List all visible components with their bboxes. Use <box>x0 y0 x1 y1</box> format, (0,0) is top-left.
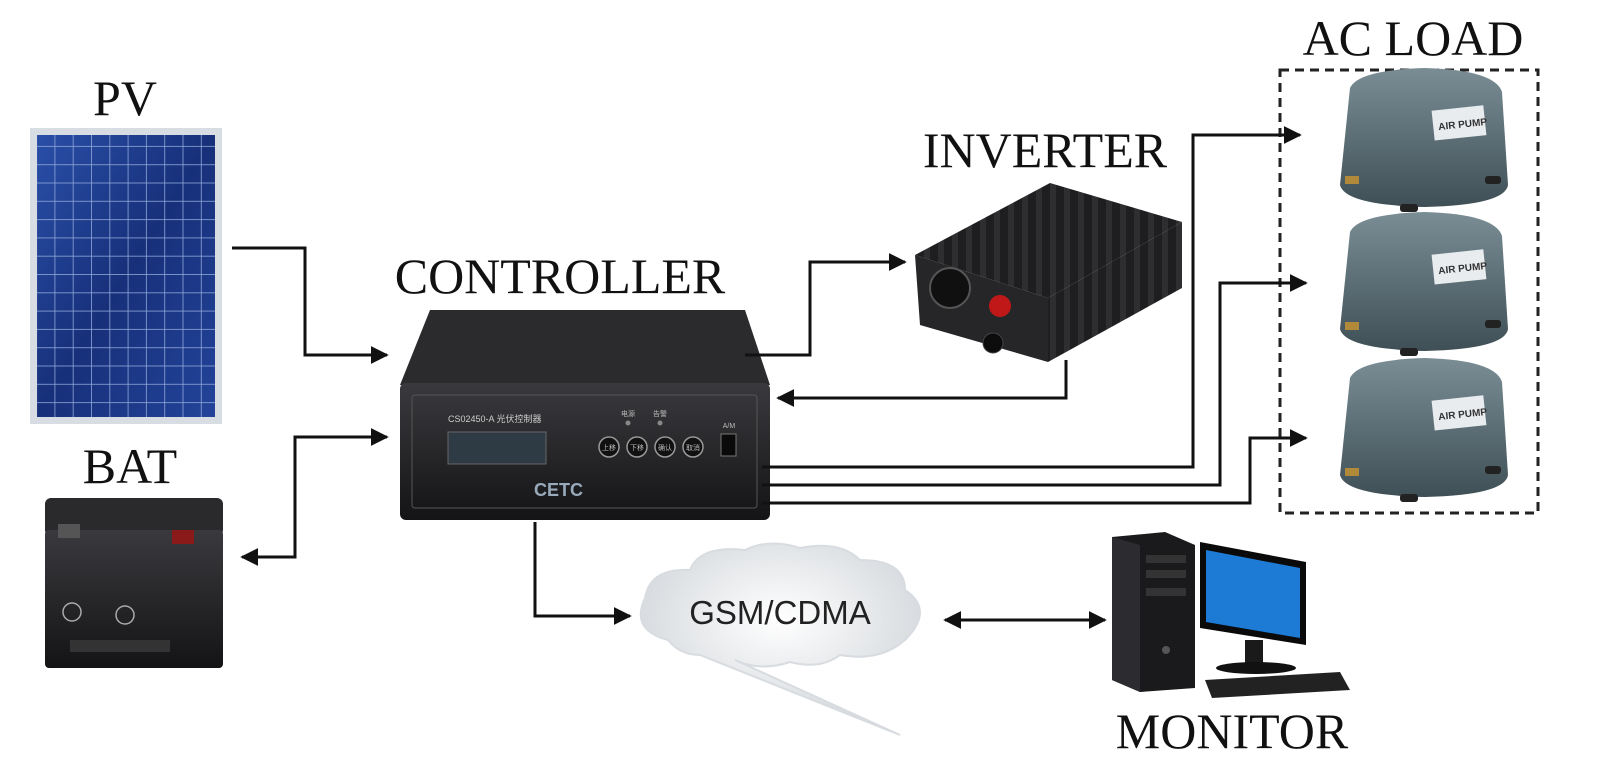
ac-load-label: AC LOAD <box>1303 10 1524 66</box>
indicator-power-text: 电源 <box>621 409 635 418</box>
battery-controller-arrow <box>240 428 389 566</box>
controller-to-load-3-arrow <box>762 429 1308 505</box>
bat-label: BAT <box>83 438 177 494</box>
pump-label-2: AIR PUMP <box>1438 261 1488 277</box>
black-terminal-icon <box>982 332 1004 354</box>
down-button[interactable]: 下移 <box>626 436 648 458</box>
controller-to-load-1-arrow <box>762 126 1302 469</box>
pv-group: PV <box>30 70 222 424</box>
battery-group: BAT <box>45 438 223 668</box>
svg-text:下移: 下移 <box>630 443 644 452</box>
alarm-led-icon <box>657 420 663 426</box>
cancel-button[interactable]: 取消 <box>682 436 704 458</box>
controller-to-network-arrow <box>533 522 632 625</box>
controller-device-icon: CS02450-A 光伏控制器 电源 告警 上移 下移 确认 取消 A/M <box>400 310 770 520</box>
keyboard-icon <box>1205 672 1350 698</box>
fan-icon <box>929 267 971 309</box>
network-cloud-group: GSM/CDMA <box>639 542 921 736</box>
red-terminal-icon <box>989 295 1011 317</box>
inverter-device-icon <box>915 183 1182 362</box>
controller-to-inverter-arrow <box>745 253 907 357</box>
power-led-icon <box>625 420 631 426</box>
inverter-to-controller-arrow <box>776 360 1068 407</box>
svg-text:上移: 上移 <box>602 443 616 452</box>
pv-to-controller-arrow <box>232 246 389 364</box>
air-pump-icon: AIR PUMP <box>1340 358 1508 502</box>
air-pump-icon: AIR PUMP <box>1340 212 1508 356</box>
connection-lines <box>232 126 1308 629</box>
confirm-button[interactable]: 确认 <box>654 436 676 458</box>
pump-label-3: AIR PUMP <box>1438 407 1488 423</box>
inverter-label: INVERTER <box>923 122 1168 178</box>
solar-panel-icon <box>30 128 222 424</box>
air-pump-icon: AIR PUMP <box>1340 68 1508 212</box>
network-label: GSM/CDMA <box>689 594 871 631</box>
up-button[interactable]: 上移 <box>598 436 620 458</box>
controller-to-load-2-arrow <box>762 274 1308 487</box>
cloud-icon <box>639 542 921 736</box>
pump-label-1: AIR PUMP <box>1438 117 1488 133</box>
svg-text:确认: 确认 <box>658 443 672 452</box>
computer-screen-icon <box>1200 542 1306 674</box>
battery-icon <box>45 498 223 668</box>
controller-group: CONTROLLER CS02450-A 光伏控制器 电源 告警 上移 下移 确… <box>395 248 770 520</box>
monitor-label: MONITOR <box>1116 703 1349 759</box>
monitor-group: MONITOR <box>1112 532 1350 759</box>
computer-tower-icon <box>1112 532 1195 692</box>
pv-label: PV <box>93 70 157 126</box>
ac-load-group: AC LOAD AIR PUMP AIR PUMP AIR PUMP <box>1278 10 1540 515</box>
controller-model-text: CS02450-A 光伏控制器 <box>448 413 542 424</box>
switch-label: A/M <box>723 423 736 430</box>
mode-switch[interactable] <box>720 433 737 457</box>
inverter-group: INVERTER <box>915 122 1182 362</box>
controller-label: CONTROLLER <box>395 248 726 304</box>
controller-brand-text: CETC <box>534 480 583 500</box>
svg-text:取消: 取消 <box>686 443 700 452</box>
indicator-alarm-text: 告警 <box>653 409 667 418</box>
